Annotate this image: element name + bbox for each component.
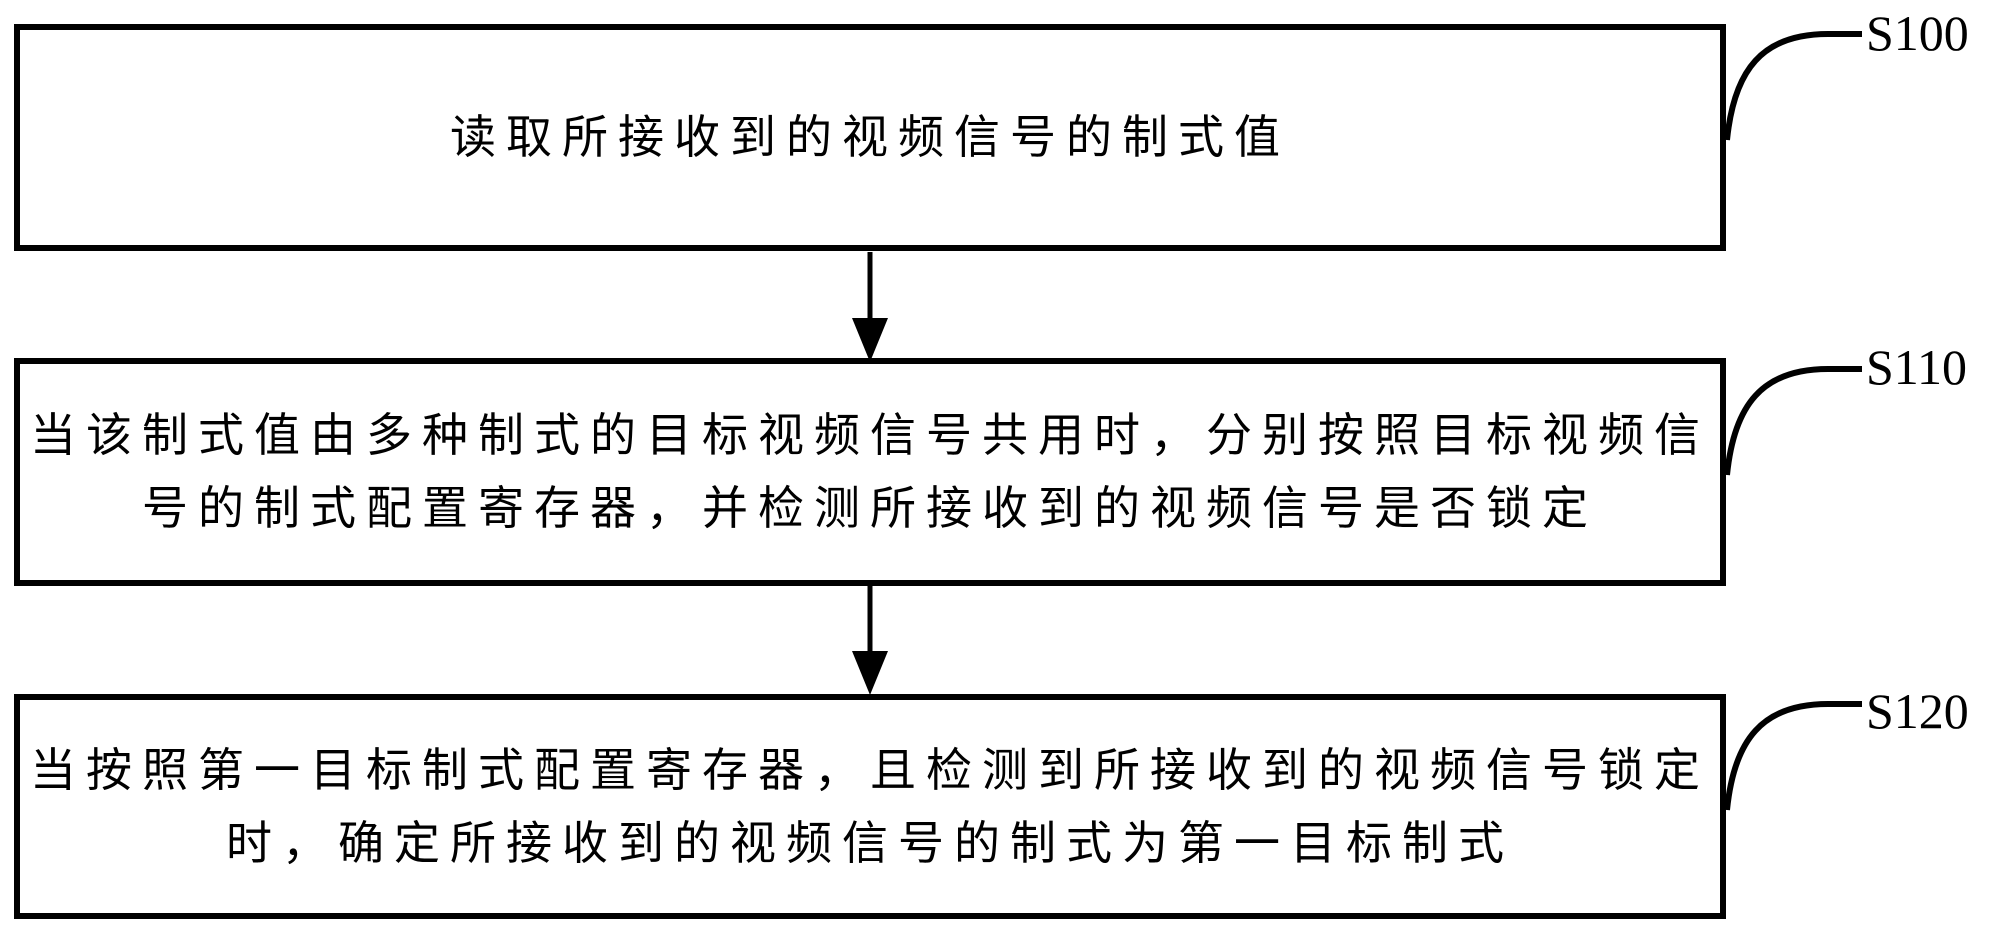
step-text-line: 时，确定所接收到的视频信号的制式为第一目标制式 <box>226 817 1514 869</box>
step-text-line: 号的制式配置寄存器，并检测所接收到的视频信号是否锁定 <box>142 483 1598 534</box>
flow-arrow-s100-s110 <box>852 252 888 362</box>
step-label-s100: S100 <box>1866 5 1969 61</box>
leader-curve-s100 <box>1724 31 1862 141</box>
flow-step-box-s100: 读取所接收到的视频信号的制式值 <box>14 24 1726 251</box>
flow-arrowhead-icon <box>852 651 888 695</box>
flow-arrowhead-icon <box>852 318 888 362</box>
step-text-line: 当该制式值由多种制式的目标视频信号共用时，分别按照目标视频信 <box>30 410 1710 461</box>
flow-arrow-s110-s120 <box>852 584 888 695</box>
leader-curve-s120 <box>1724 701 1862 811</box>
flow-step-box-s110: 当该制式值由多种制式的目标视频信号共用时，分别按照目标视频信 号的制式配置寄存器… <box>14 358 1726 586</box>
flow-step-box-s120: 当按照第一目标制式配置寄存器，且检测到所接收到的视频信号锁定 时，确定所接收到的… <box>14 694 1726 919</box>
leader-curve-s110 <box>1724 366 1862 476</box>
step-label-s120: S120 <box>1866 683 1969 739</box>
step-text-s120: 当按照第一目标制式配置寄存器，且检测到所接收到的视频信号锁定 时，确定所接收到的… <box>30 734 1710 880</box>
step-text-s110: 当该制式值由多种制式的目标视频信号共用时，分别按照目标视频信 号的制式配置寄存器… <box>30 399 1710 545</box>
step-text-line: 当按照第一目标制式配置寄存器，且检测到所接收到的视频信号锁定 <box>30 744 1710 796</box>
step-text-line: 读取所接收到的视频信号的制式值 <box>450 112 1290 163</box>
step-label-s110: S110 <box>1866 339 1967 395</box>
step-text-s100: 读取所接收到的视频信号的制式值 <box>450 101 1290 174</box>
